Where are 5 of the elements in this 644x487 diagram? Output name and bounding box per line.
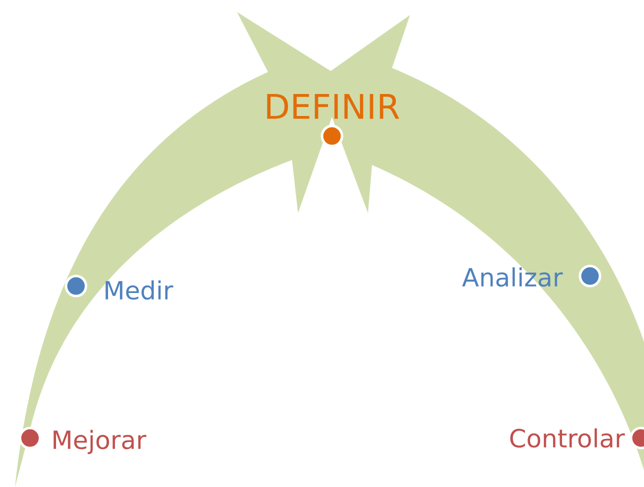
stage-label: Medir: [106, 280, 174, 300]
stage-label: Controlar: [510, 428, 625, 448]
stage-label: DEFINIR: [267, 94, 400, 119]
stage-label: Analizar: [462, 267, 563, 287]
stage-label: Mejorar: [54, 430, 146, 454]
